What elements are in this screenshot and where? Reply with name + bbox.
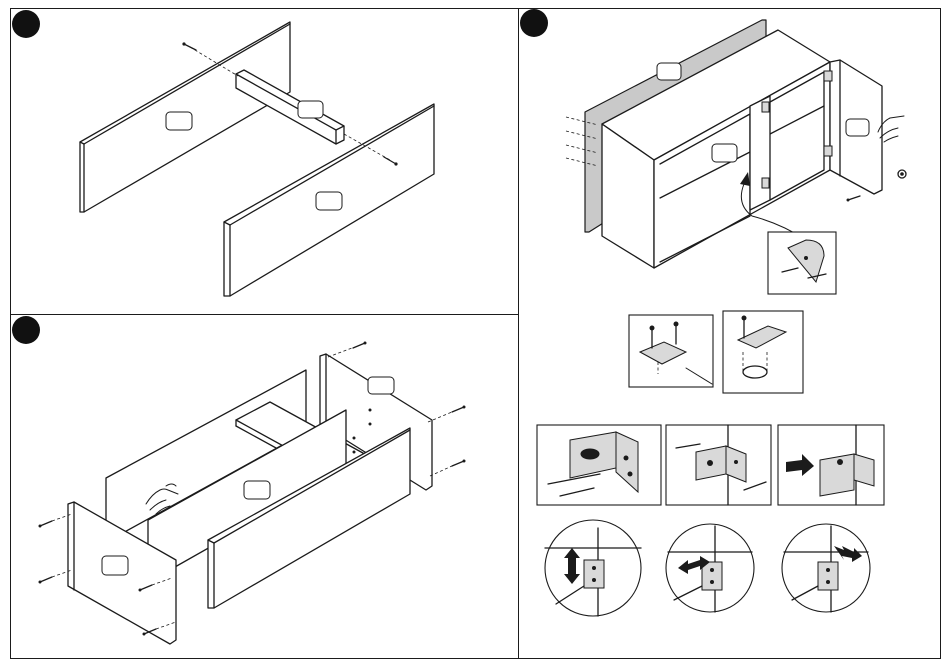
center-partition: [750, 96, 770, 210]
screw-icon: [182, 42, 196, 50]
part-label-i: [846, 119, 869, 136]
adjust-detail-vertical: [545, 520, 641, 616]
part-label-h: [712, 144, 737, 162]
knob-icon: [898, 170, 906, 178]
step-2-illustration: [566, 20, 906, 294]
step-1-illustration: [80, 22, 434, 296]
part-label-a: [166, 112, 192, 130]
detail-box-hinge-cup: [723, 311, 803, 393]
adjust-detail-depth: [782, 524, 870, 612]
screw-icon: [452, 406, 466, 413]
adjust-detail-horizontal: [666, 524, 754, 612]
screw-icon: [353, 342, 367, 349]
step-marker-1: [12, 10, 40, 38]
part-label-c: [316, 192, 342, 210]
screw-icon: [39, 521, 53, 528]
step-marker-3: [12, 316, 40, 344]
step-marker-2: [520, 9, 548, 37]
part-label-g: [657, 63, 681, 80]
part-label-d: [368, 377, 394, 394]
screw-icon: [39, 577, 53, 584]
screw-icon: [847, 196, 861, 202]
part-label-b: [298, 101, 323, 118]
screw-icon: [452, 460, 466, 467]
part-label-f: [102, 556, 128, 575]
step-3-illustration: [39, 342, 466, 645]
part-label-e: [244, 481, 270, 499]
